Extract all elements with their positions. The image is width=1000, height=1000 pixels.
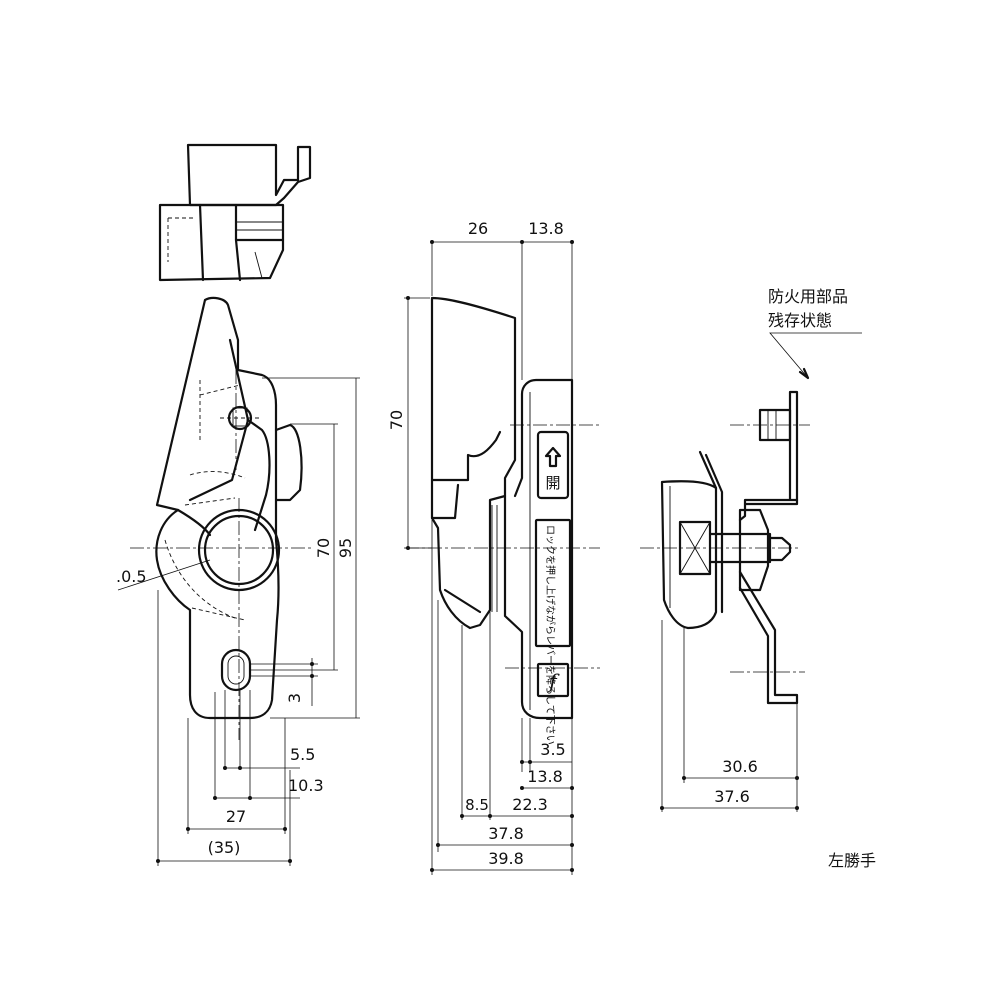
front-view: .0.5 70 95 3 5.5 10.3 27 (35): [116, 143, 360, 866]
fireproof-note-line2: 残存状態: [768, 311, 832, 330]
dim-w37-6: 37.6: [714, 787, 750, 806]
dim-r0-5: .0.5: [116, 567, 147, 586]
dim-b37-8: 37.8: [488, 824, 524, 843]
dim-top-26: 26: [468, 219, 488, 238]
dim-w30-6: 30.6: [722, 757, 758, 776]
dim-h95: 95: [336, 538, 355, 558]
logo-mark: f: [547, 669, 560, 693]
instruction-label: ロックを押し上げながらレバーを降ろして下さい: [544, 525, 557, 745]
dim-w35: (35): [208, 838, 241, 857]
lever-handle: [155, 296, 303, 720]
dim-w5-5: 5.5: [290, 745, 315, 764]
dim-b8-5: 8.5: [465, 796, 489, 814]
dim-h70: 70: [314, 538, 333, 558]
right-view: 防火用部品 残存状態 30.6 37.6: [640, 287, 862, 812]
hand-note: 左勝手: [828, 851, 876, 870]
dim-w27: 27: [226, 807, 246, 826]
dim-side-h70: 70: [387, 410, 406, 430]
dim-b39-8: 39.8: [488, 849, 524, 868]
dim-b3-5: 3.5: [540, 740, 565, 759]
fireproof-note-line1: 防火用部品: [768, 287, 848, 306]
keeper-part: [158, 143, 312, 282]
dim-w10-3: 10.3: [288, 776, 324, 795]
open-label: 開: [545, 474, 560, 492]
dim-v3: 3: [285, 693, 304, 703]
dim-top-13-8: 13.8: [528, 219, 564, 238]
side-view: 開 ロックを押し上げながらレバーを降ろして下さい f 26 13.8 70 3.…: [387, 219, 600, 875]
dim-b22-3: 22.3: [512, 795, 548, 814]
dim-b13-8: 13.8: [527, 767, 563, 786]
